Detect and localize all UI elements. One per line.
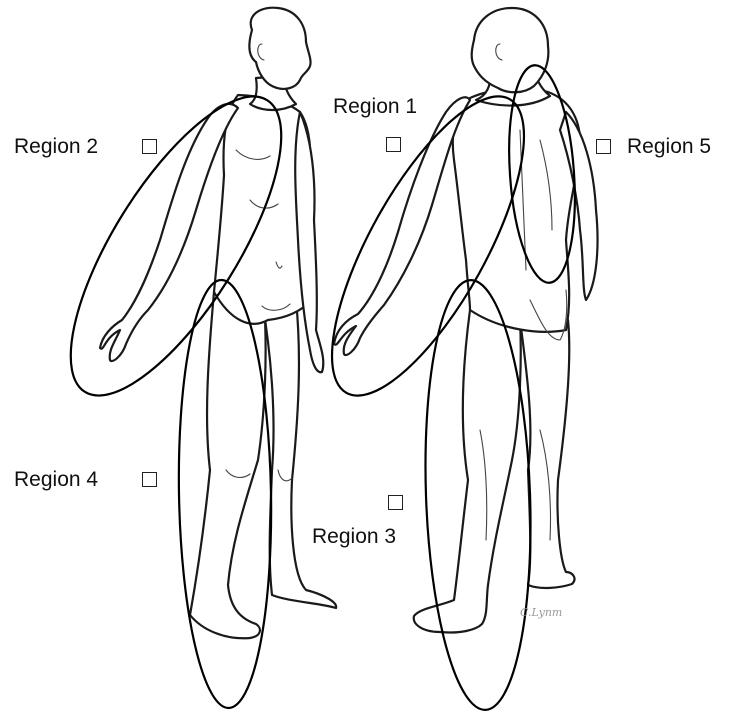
region-5-checkbox[interactable] — [596, 139, 611, 154]
artist-signature-text: C.Lynm — [520, 606, 562, 619]
artist-signature: C.Lynm — [520, 606, 562, 619]
region-3-label: Region 3 — [312, 525, 396, 549]
region-1-checkbox[interactable] — [386, 137, 401, 152]
region-4-label: Region 4 — [14, 468, 98, 492]
back-figure-left-arm — [334, 97, 470, 355]
back-figure-head — [472, 8, 549, 92]
back-figure-front-leg — [414, 310, 521, 633]
region-3-checkbox[interactable] — [388, 495, 403, 510]
front-figure-back-leg — [262, 300, 336, 608]
region-2-checkbox[interactable] — [142, 139, 157, 154]
front-figure — [100, 8, 336, 639]
region-2-label: Region 2 — [14, 135, 98, 159]
region-5-label: Region 5 — [627, 135, 711, 159]
region-4-checkbox[interactable] — [142, 472, 157, 487]
region-1-label: Region 1 — [333, 95, 417, 119]
front-figure-head — [249, 8, 310, 89]
